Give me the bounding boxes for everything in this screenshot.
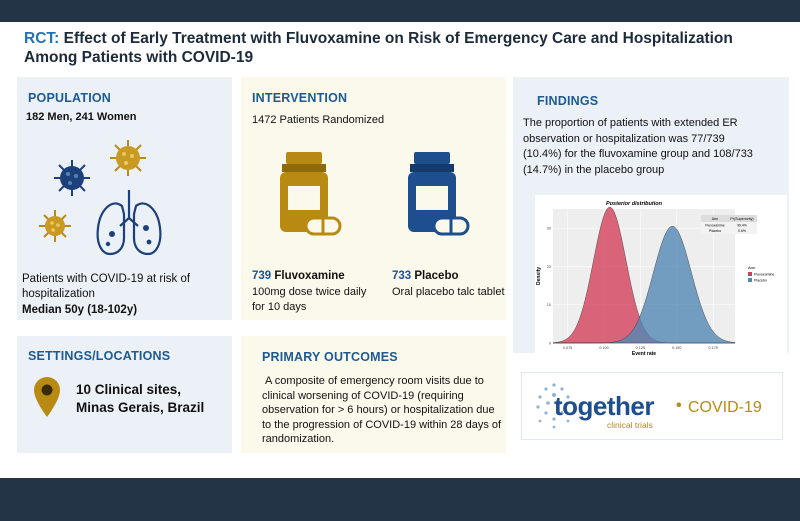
- fluvoxamine-count: 739: [252, 270, 272, 282]
- logo-dots-icon: [536, 383, 570, 429]
- findings-text: The proportion of patients with extended…: [523, 116, 753, 178]
- population-description: Patients with COVID-19 at risk of hospit…: [22, 272, 190, 302]
- virus-icon: [39, 210, 71, 242]
- y-tick-label: 30: [547, 227, 551, 231]
- logo-subtitle: clinical trials: [607, 420, 653, 430]
- logo-word: together: [554, 391, 655, 421]
- x-tick-label: 0.075: [563, 346, 573, 350]
- findings-line1: The proportion of patients with extended…: [523, 117, 738, 129]
- fluvoxamine-name: Fluvoxamine: [274, 270, 345, 282]
- inset-table-body-bg: [701, 222, 757, 234]
- settings-line1: 10 Clinical sites,: [76, 382, 182, 397]
- virus-icon: [54, 160, 90, 196]
- placebo-desc: Oral placebo talc tablet: [392, 286, 505, 298]
- settings-heading: SETTINGS/LOCATIONS: [28, 349, 171, 363]
- inset-header-prob: Pr(Superiority): [730, 217, 753, 221]
- outcomes-line2: clinical worsening of COVID-19 (requirin…: [262, 389, 464, 402]
- outcomes-text: A composite of emergency room visits due…: [262, 374, 501, 447]
- inset-header-arm: Arm: [712, 217, 719, 221]
- bottom-banner: [0, 478, 800, 521]
- page-title: RCT: Effect of Early Treatment with Fluv…: [24, 29, 784, 67]
- outcomes-panel: [241, 336, 506, 453]
- population-desc-line1: Patients with COVID-19 at risk of: [22, 273, 191, 285]
- outcomes-line4: to the progression of COVID-19 within 28…: [262, 418, 502, 431]
- settings-line2: Minas Gerais, Brazil: [76, 400, 205, 415]
- findings-heading: FINDINGS: [537, 94, 599, 108]
- chart-legend: Arm Fluvoxamine Placebo: [748, 265, 774, 283]
- x-axis-label: Event rate: [632, 351, 656, 357]
- findings-line3: (10.4%) for the fluvoxamine group and 10…: [523, 148, 753, 160]
- density-area-placebo: [553, 226, 736, 344]
- inset-cell-arm-1: Fluvoxamine: [705, 224, 724, 228]
- x-tick-label: 0.125: [636, 346, 646, 350]
- population-heading: POPULATION: [28, 91, 112, 105]
- title-line2: Among Patients with COVID-19: [24, 49, 254, 66]
- lungs-icon: [96, 190, 162, 256]
- population-desc-line2: hospitalization: [22, 288, 95, 300]
- y-tick-label: 20: [547, 265, 551, 269]
- population-median: Median 50y (18-102y): [22, 304, 138, 316]
- logo-covid: COVID-19: [688, 399, 762, 416]
- y-tick-label: 10: [547, 303, 551, 307]
- legend-title: Arm: [748, 265, 756, 270]
- virus-icon: [110, 140, 146, 176]
- chart-title: Posterior distribution: [606, 201, 663, 207]
- fluvoxamine-line2: for 10 days: [252, 301, 307, 313]
- top-banner: [0, 0, 800, 22]
- placebo-count: 733: [392, 270, 412, 282]
- placebo-label: 733 Placebo: [392, 269, 459, 284]
- pill-bottle-icon: [280, 152, 342, 236]
- x-tick-label: 0.175: [708, 346, 718, 350]
- outcomes-heading: PRIMARY OUTCOMES: [262, 350, 398, 364]
- plot-area: 0.075 0.100 0.125 0.150 0.175 0 10 20 30: [547, 206, 736, 350]
- legend-fluvoxamine: Fluvoxamine: [754, 273, 774, 277]
- population-panel: [17, 77, 232, 320]
- location-pin-icon: [34, 377, 60, 417]
- title-prefix: RCT:: [24, 30, 60, 47]
- placebo-name: Placebo: [414, 270, 459, 282]
- x-tick-label: 0.100: [599, 346, 609, 350]
- settings-text: 10 Clinical sites, Minas Gerais, Brazil: [76, 381, 204, 417]
- logo-panel: [521, 372, 783, 440]
- outcomes-line1: A composite of emergency room visits due…: [265, 375, 484, 387]
- pill-bottle-icon: [408, 152, 470, 236]
- inset-table: Arm Pr(Superiority) Fluvoxamine 99.4% Pl…: [701, 215, 757, 234]
- y-tick-label: 0: [549, 341, 551, 345]
- inset-table-header-bg: [701, 215, 757, 222]
- title-line1: Effect of Early Treatment with Fluvoxami…: [63, 30, 733, 47]
- legend-swatch-fluvoxamine: [748, 272, 752, 276]
- legend-swatch-placebo: [748, 278, 752, 282]
- inset-cell-prob-2: 0.6%: [738, 229, 746, 233]
- intervention-heading: INTERVENTION: [252, 91, 348, 105]
- inset-cell-arm-2: Placebo: [709, 229, 721, 233]
- fluvoxamine-dose: 100mg dose twice daily for 10 days: [252, 285, 366, 315]
- x-tick-label: 0.150: [672, 346, 682, 350]
- outcomes-line3: observation for > 6 hours) or hospitaliz…: [262, 404, 495, 416]
- y-axis-label: Density: [536, 267, 542, 285]
- fluvoxamine-line1: 100mg dose twice daily: [252, 286, 367, 298]
- legend-placebo: Placebo: [754, 279, 767, 283]
- logo-dot: •: [676, 397, 682, 414]
- intervention-randomized: 1472 Patients Randomized: [252, 114, 385, 126]
- population-demographics: 182 Men, 241 Women: [26, 111, 137, 123]
- findings-line4: (14.7%) in the placebo group: [523, 163, 665, 176]
- findings-line2: observation or hospitalization was 77/73…: [523, 132, 725, 145]
- fluvoxamine-label: 739 Fluvoxamine: [252, 269, 345, 284]
- outcomes-line5: randomization.: [262, 433, 335, 445]
- inset-cell-prob-1: 99.4%: [737, 224, 747, 228]
